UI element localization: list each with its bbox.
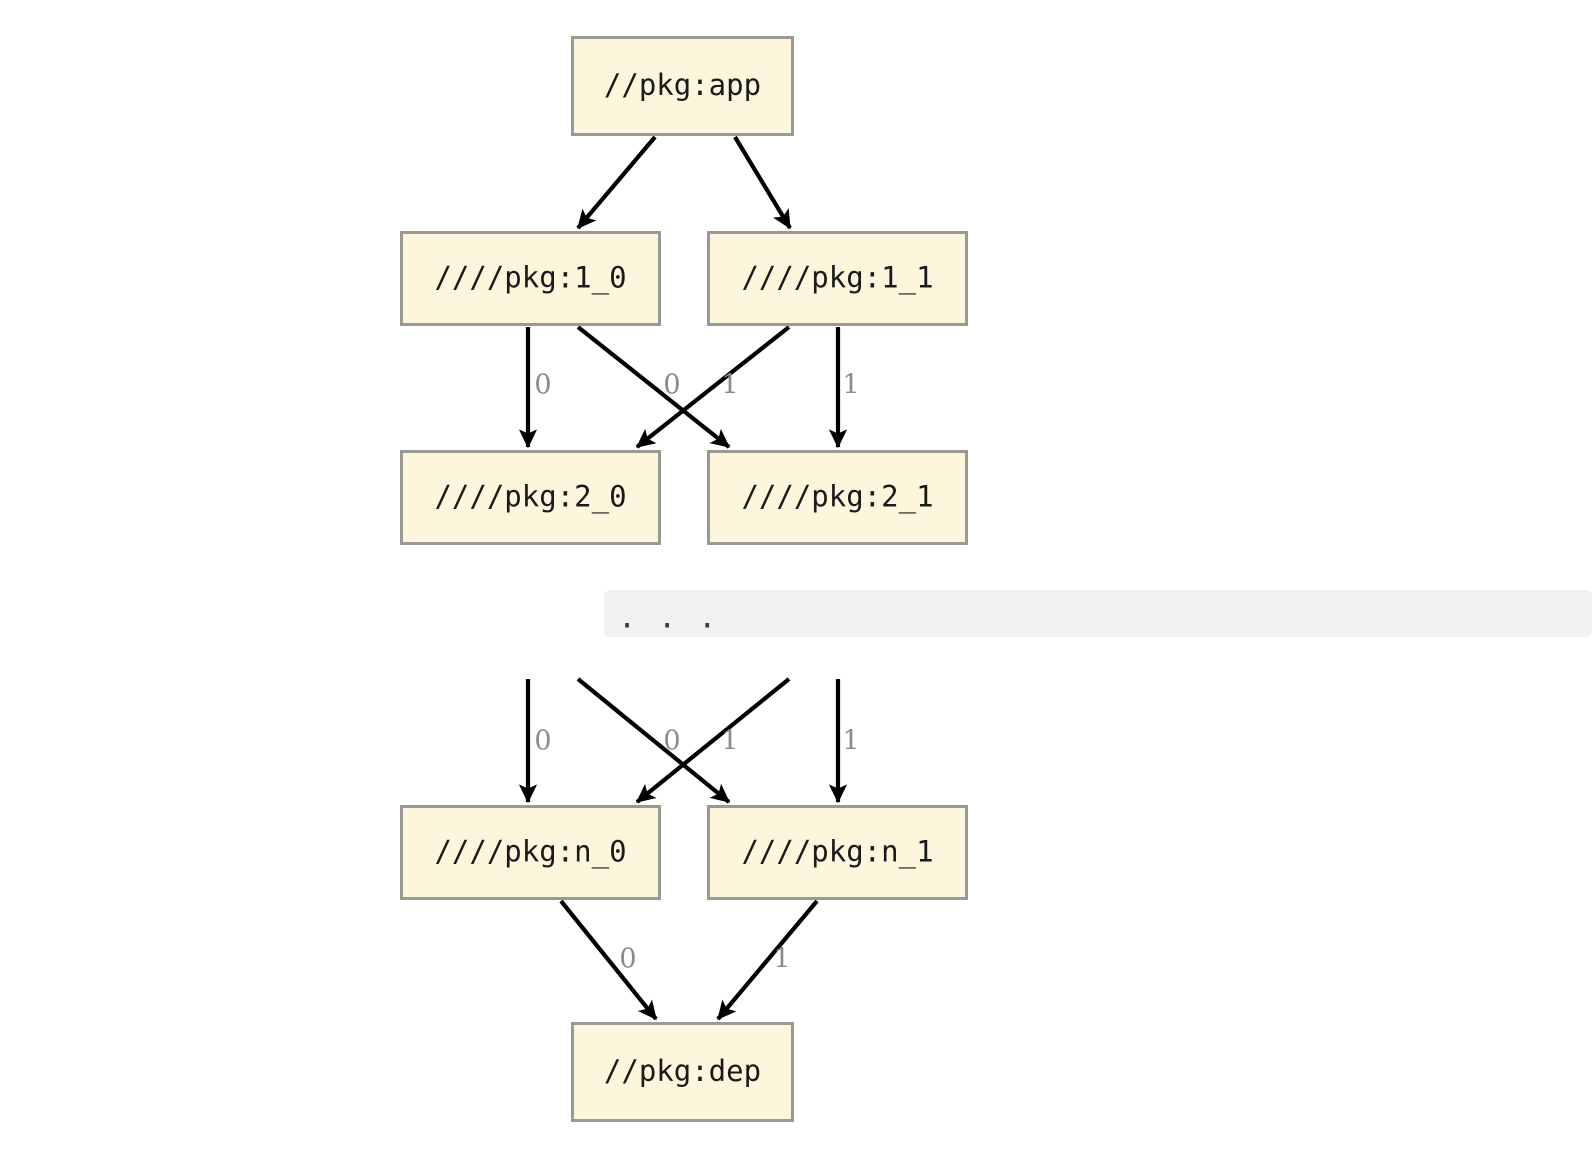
node-label: ////pkg:1_0 (434, 261, 626, 296)
graph-edge[interactable]: 0 (518, 327, 552, 449)
edge-label: 0 (534, 370, 551, 401)
node-label: //pkg:dep (604, 1054, 761, 1088)
edge-line (576, 325, 731, 449)
node-box (571, 1022, 794, 1122)
edge-line (559, 899, 658, 1021)
graph-edge[interactable]: 0 (559, 899, 658, 1021)
graph-edge[interactable]: 1 (716, 899, 819, 1021)
edge-label: 1 (842, 370, 859, 401)
graph-edge[interactable]: 1 (828, 327, 860, 449)
nodes-layer: //pkg:app ////pkg:1_0 ////pkg:1_1 ////pkg:2… (400, 36, 968, 1122)
edge-line (716, 899, 819, 1021)
graph-edge[interactable] (733, 135, 792, 230)
graph-node-nn_1[interactable]: ////pkg:n_1 (707, 805, 968, 900)
elision-ellipsis-text: . . . (618, 601, 718, 636)
node-label: ////pkg:2_1 (741, 480, 933, 515)
edge-label: 1 (773, 944, 790, 975)
node-box (707, 231, 968, 326)
graph-edge[interactable] (576, 135, 657, 230)
edge-label: 0 (619, 944, 636, 975)
graph-node-app[interactable]: //pkg:app (571, 36, 794, 136)
edge-line (635, 325, 791, 449)
graph-edge[interactable]: 0 (576, 677, 731, 804)
graph-edge[interactable]: 0 (518, 679, 552, 804)
edge-label: 1 (721, 726, 738, 757)
elision-band (604, 590, 1592, 637)
edges-layer: 0 0 1 1 0 0 1 1 0 1 (518, 135, 860, 1021)
node-label: ////pkg:1_1 (741, 261, 933, 296)
edge-line (733, 135, 792, 230)
node-box (707, 450, 968, 545)
graph-edge[interactable]: 1 (635, 325, 791, 449)
graph-node-n2_1[interactable]: ////pkg:2_1 (707, 450, 968, 545)
node-label: //pkg:app (604, 68, 761, 102)
graph-edge[interactable]: 1 (635, 677, 791, 804)
edge-line (576, 135, 657, 230)
node-box (400, 231, 661, 326)
graph-node-n1_1[interactable]: ////pkg:1_1 (707, 231, 968, 326)
node-box (571, 36, 794, 136)
elision-layer: . . . (604, 590, 1592, 637)
node-box (707, 805, 968, 900)
graph-edge[interactable]: 1 (828, 679, 860, 804)
graph-node-n2_0[interactable]: ////pkg:2_0 (400, 450, 661, 545)
edge-label: 1 (721, 370, 738, 401)
node-box (400, 450, 661, 545)
node-box (400, 805, 661, 900)
edge-label: 1 (842, 726, 859, 757)
graph-edge[interactable]: 0 (576, 325, 731, 449)
node-label: ////pkg:n_0 (434, 835, 626, 870)
edge-label: 0 (534, 726, 551, 757)
edge-line (576, 677, 731, 804)
graph-node-nn_0[interactable]: ////pkg:n_0 (400, 805, 661, 900)
node-label: ////pkg:2_0 (434, 480, 626, 515)
graph-node-n1_0[interactable]: ////pkg:1_0 (400, 231, 661, 326)
node-label: ////pkg:n_1 (741, 835, 933, 870)
edge-line (635, 677, 791, 804)
edge-label: 0 (663, 370, 680, 401)
edge-label: 0 (663, 726, 680, 757)
graph-node-dep[interactable]: //pkg:dep (571, 1022, 794, 1122)
